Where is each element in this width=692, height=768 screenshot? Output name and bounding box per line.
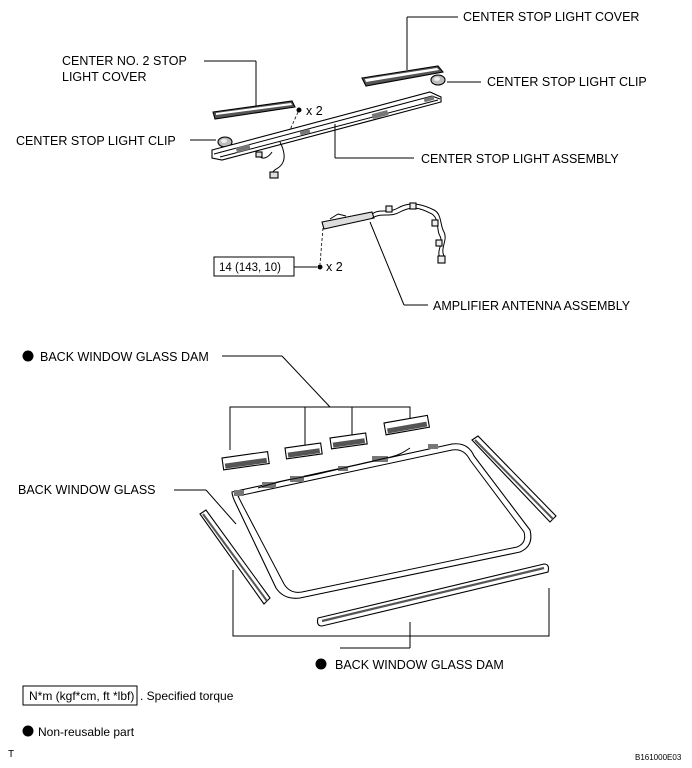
non-reusable-mark	[22, 350, 34, 362]
center-stop-light-assembly	[211, 91, 442, 179]
legend-torque-box	[22, 685, 138, 706]
label-back-window-glass-dam-bottom: BACK WINDOW GLASS DAM	[335, 658, 504, 672]
leader-line	[281, 355, 331, 408]
back-window-glass-dam-pieces	[221, 414, 431, 471]
nut-fasteners	[317, 264, 323, 270]
non-reusable-mark	[315, 658, 327, 670]
back-window-side-dam-right	[471, 435, 557, 523]
center-stop-light-clip-left	[217, 136, 233, 148]
label-center-no2-cover-line2: LIGHT COVER	[62, 70, 147, 84]
legend-torque-text: . Specified torque	[140, 689, 234, 703]
label-center-stop-light-cover: CENTER STOP LIGHT COVER	[463, 10, 639, 24]
legend-non-reusable-text: Non-reusable part	[38, 725, 135, 739]
legend-torque-unit: N*m (kgf*cm, ft *lbf)	[29, 689, 134, 703]
screw-fasteners	[289, 107, 302, 131]
dam-bracket	[229, 406, 411, 450]
label-center-no2-cover-line1: CENTER NO. 2 STOP	[62, 54, 187, 68]
center-no2-stop-light-cover	[212, 100, 296, 120]
back-window-bottom-dam	[316, 563, 550, 627]
label-back-window-glass: BACK WINDOW GLASS	[18, 483, 156, 497]
legend-non-reusable-mark	[22, 725, 34, 737]
label-back-window-glass-dam-top: BACK WINDOW GLASS DAM	[40, 350, 209, 364]
dam-bracket-bottom	[232, 570, 550, 637]
leader-line	[205, 489, 237, 525]
amplifier-antenna-assembly	[321, 202, 446, 264]
nuts-quantity: x 2	[326, 260, 343, 274]
back-window-side-dam-left	[199, 509, 271, 605]
leader-line	[369, 221, 405, 306]
footer-mark: T	[8, 749, 14, 760]
torque-value: 14 (143, 10)	[219, 262, 281, 274]
figure-code: B161000E03	[635, 753, 682, 762]
label-center-stop-light-assembly: CENTER STOP LIGHT ASSEMBLY	[421, 152, 619, 166]
center-stop-light-cover	[361, 65, 445, 87]
fastener-guide-line	[319, 227, 324, 265]
label-center-stop-light-clip-right: CENTER STOP LIGHT CLIP	[487, 75, 647, 89]
back-window-glass	[231, 443, 532, 599]
label-amplifier-antenna-assembly: AMPLIFIER ANTENNA ASSEMBLY	[433, 299, 631, 313]
label-center-stop-light-clip-left: CENTER STOP LIGHT CLIP	[16, 134, 176, 148]
center-stop-light-clip-right	[430, 74, 446, 86]
screws-quantity: x 2	[306, 104, 323, 118]
